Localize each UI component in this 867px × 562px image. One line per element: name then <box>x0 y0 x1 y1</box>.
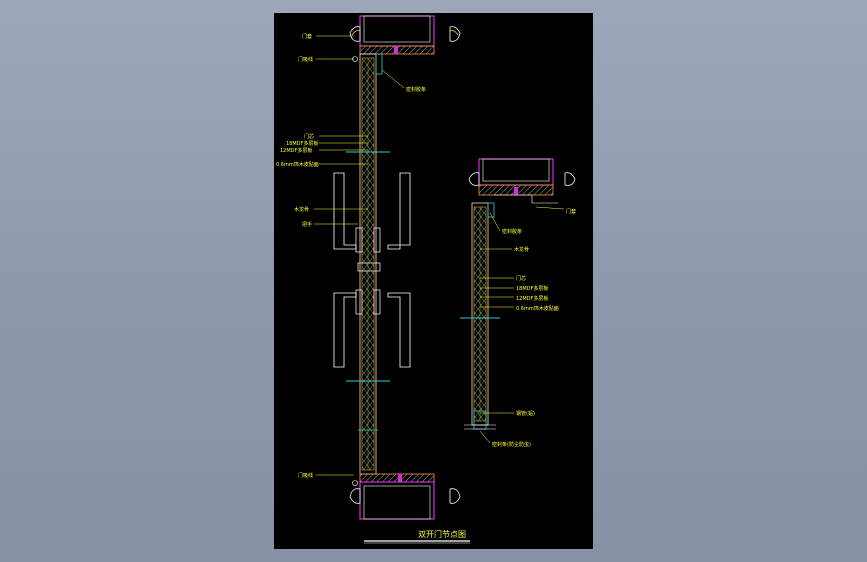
label-handle: 把手 <box>302 221 312 228</box>
right-door-leaf <box>460 202 500 430</box>
label-mdf-board: 18MDF多层板 <box>286 140 318 147</box>
right-top-head <box>468 158 576 204</box>
label-right-veneer: 0.6mm饰木皮贴面 <box>516 305 559 312</box>
label-door-head-top: 门套 <box>302 33 312 40</box>
left-leaders <box>314 35 405 476</box>
label-right-steel-pipe: 钢管(铝) <box>516 410 535 417</box>
label-board-12: 12MDF多层板 <box>280 147 312 154</box>
right-section: 门套 密封胶条 木龙骨 门芯 18MDF多层板 12MDF多层板 0.6mm饰木… <box>460 158 576 448</box>
drawing-title-block: 双开门节点图 <box>364 529 470 544</box>
left-door-leaf <box>346 53 390 475</box>
left-handle-lower <box>333 289 411 368</box>
label-veneer: 0.6mm饰木皮贴面 <box>276 161 319 168</box>
left-handle-upper <box>333 172 411 253</box>
left-bottom-head <box>349 56 461 520</box>
label-right-board-12: 12MDF多层板 <box>516 295 548 302</box>
drawing-sheet: 门套 门吸线 密封胶条 门芯 18MDF多层板 12MDF多层板 0.6mm饰木… <box>274 13 593 549</box>
label-right-mdf-board: 18MDF多层板 <box>516 285 548 292</box>
label-right-wood-keel: 木龙骨 <box>514 246 529 253</box>
right-leaders <box>479 206 565 444</box>
label-right-sealing-strip: 密封胶条 <box>502 228 522 235</box>
label-sealing-strip: 密封胶条 <box>406 86 426 93</box>
label-wood-keel: 木龙骨 <box>294 206 309 213</box>
label-right-bottom-seal: 密封条(防尘防虫) <box>492 441 531 448</box>
left-top-head <box>349 15 461 55</box>
label-door-leaf: 门芯 <box>304 133 314 140</box>
label-door-stop-bottom: 门吸线 <box>298 472 313 479</box>
label-right-door-leaf: 门芯 <box>516 275 526 282</box>
label-right-door-head: 门套 <box>566 208 576 215</box>
door-section-drawing: 门套 门吸线 密封胶条 门芯 18MDF多层板 12MDF多层板 0.6mm饰木… <box>276 15 576 544</box>
drawing-title: 双开门节点图 <box>418 529 466 539</box>
label-door-stop-top: 门吸线 <box>298 56 313 63</box>
left-section: 门套 门吸线 密封胶条 门芯 18MDF多层板 12MDF多层板 0.6mm饰木… <box>276 15 461 520</box>
